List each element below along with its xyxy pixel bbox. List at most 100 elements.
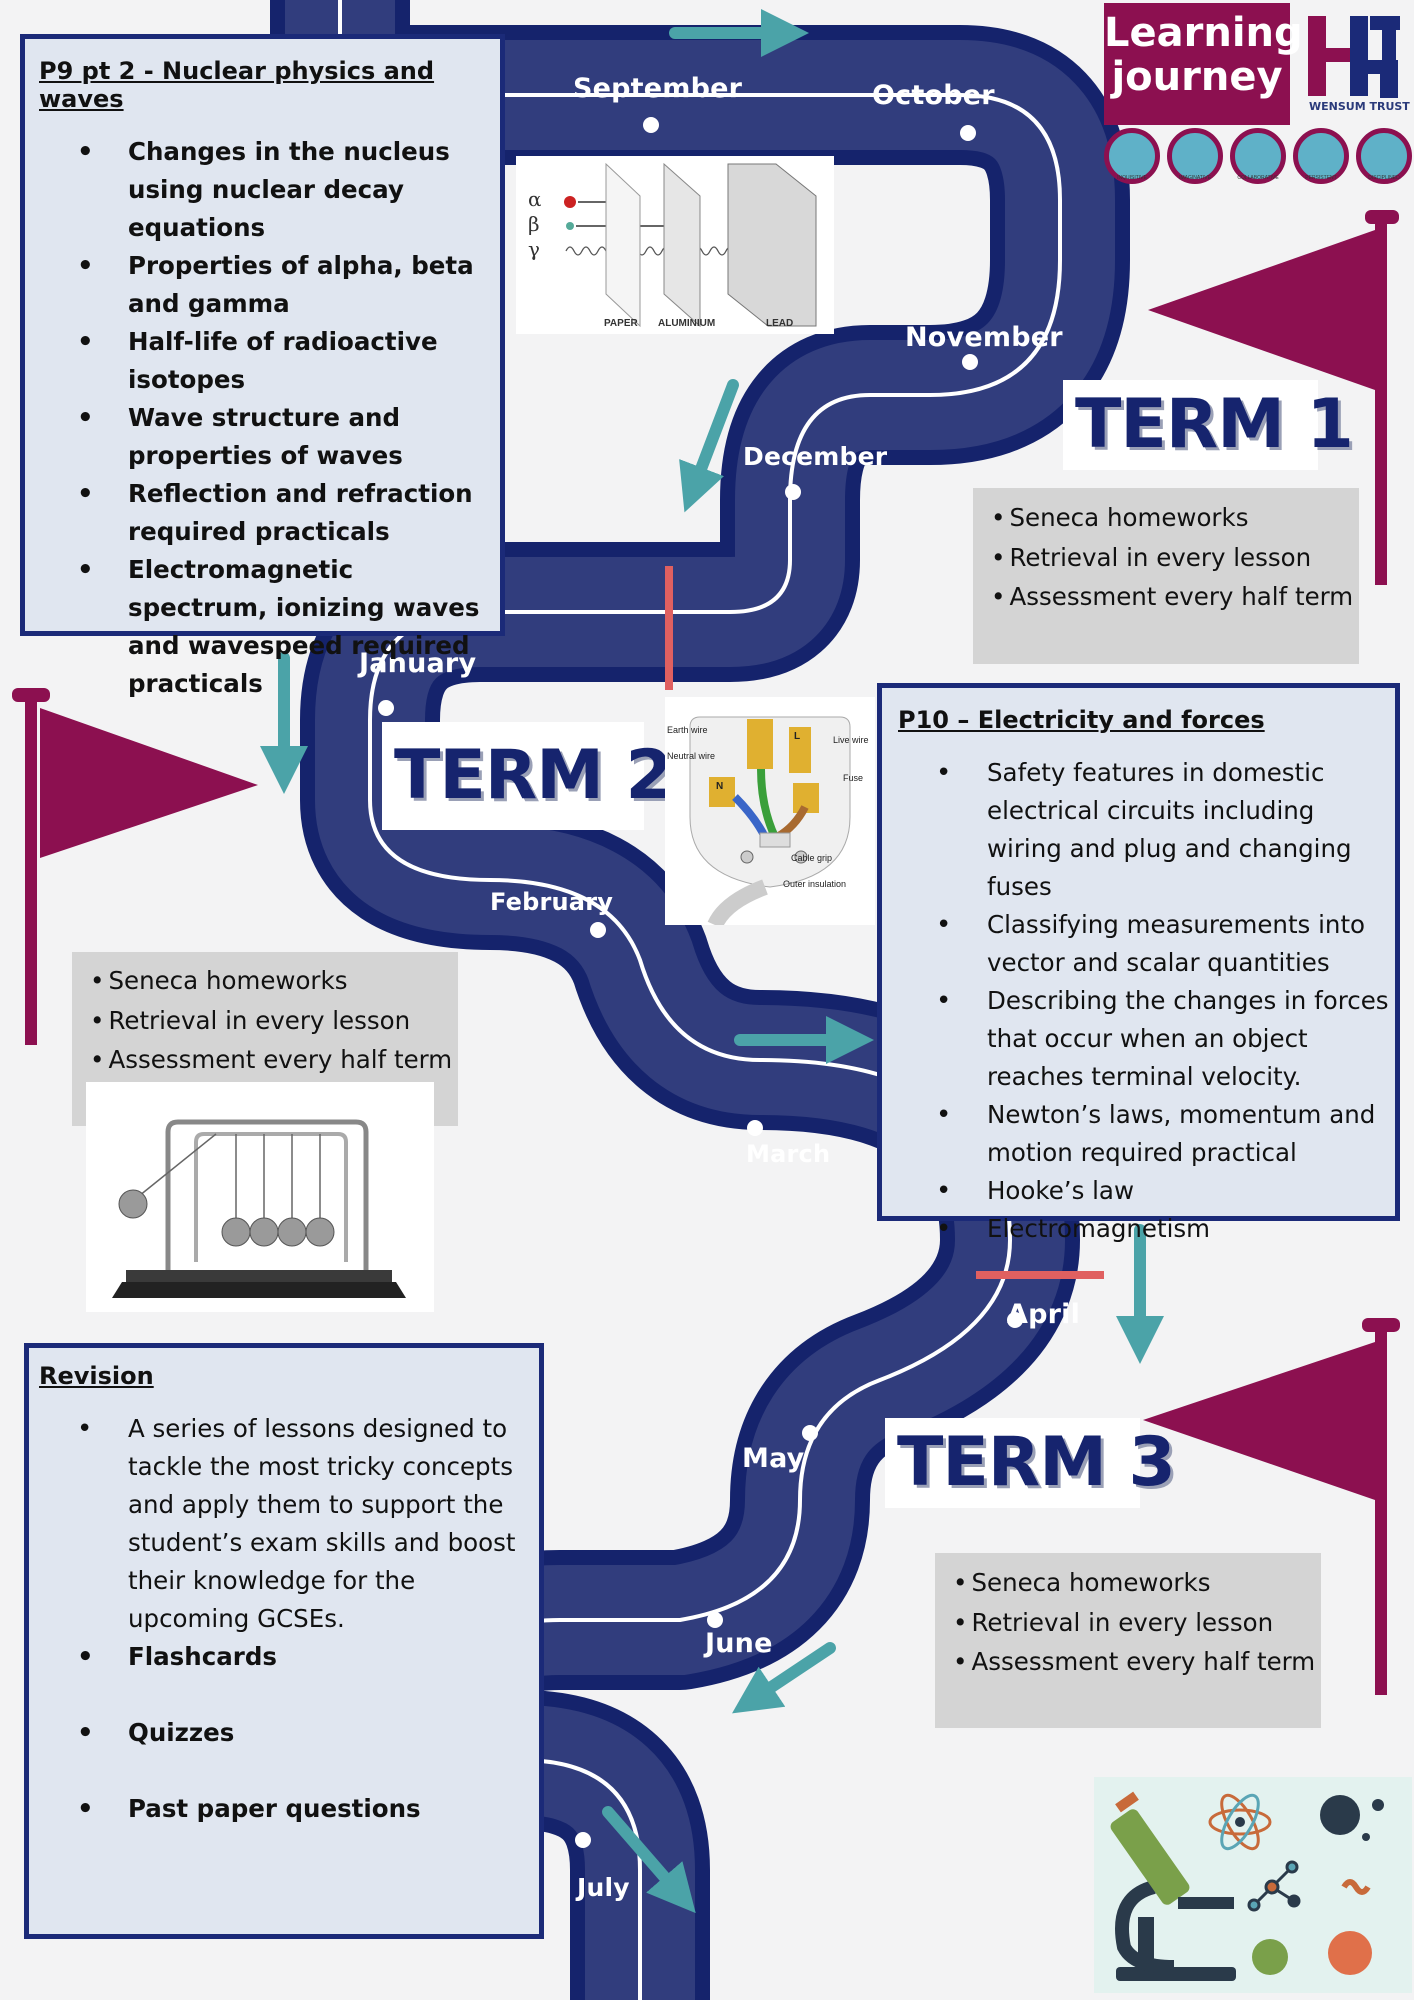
homework-item: Seneca homeworks [72, 961, 458, 1001]
flag-term1 [1148, 210, 1399, 585]
radiation-penetration-diagram: α β γ PAPER ALUMINIUM LEAD [516, 156, 834, 334]
plug-wiring-diagram: Earth wire Neutral wire Live wire Fuse C… [665, 697, 875, 929]
title-line-1: Learning [1104, 10, 1303, 56]
list-item: Electromagnetism [898, 1210, 1395, 1248]
term-2-label: TERM 2 [382, 722, 673, 830]
p9-title: P9 pt 2 - Nuclear physics and waves [39, 57, 435, 113]
neutral-terminal-label: N [716, 781, 723, 792]
list-item: Half-life of radioactive isotopes [39, 323, 500, 399]
list-item: Past paper questions [39, 1790, 539, 1828]
wensum-trust-logo [1308, 16, 1400, 98]
list-item: Electromagnetic spectrum, ionizing waves… [39, 551, 500, 703]
revision-list: A series of lessons designed to tackle t… [39, 1410, 539, 1828]
marker-february [590, 922, 606, 938]
science-icons-image [1094, 1777, 1412, 1993]
microscope-icon [1110, 1791, 1236, 1981]
marker-june [707, 1612, 723, 1628]
fuse-label: Fuse [843, 773, 863, 783]
list-item: Flashcards [39, 1638, 539, 1676]
homework-item: Seneca homeworks [973, 498, 1359, 538]
collaborative-badge-icon: COLLABORATIVE [1230, 128, 1286, 184]
marker-july [575, 1832, 591, 1848]
p9-topic-panel: P9 pt 2 - Nuclear physics and waves Chan… [20, 34, 505, 698]
month-june: June [705, 1628, 773, 1659]
marker-march [747, 1120, 763, 1136]
alpha-symbol: α [528, 187, 542, 211]
homework-item: Assessment every half term [72, 1040, 458, 1080]
list-item: Newton’s laws, momentum and motion requi… [898, 1096, 1395, 1172]
list-item: Reflection and refraction required pract… [39, 475, 500, 551]
homework-item: Assessment every half term [935, 1642, 1321, 1682]
p10-title: P10 – Electricity and forces [898, 706, 1265, 734]
month-december: December [743, 442, 888, 471]
list-item: Classifying measurements into vector and… [898, 906, 1395, 982]
radiation-diagram-art: α β γ PAPER ALUMINIUM LEAD [528, 162, 817, 329]
month-september: September [573, 73, 743, 104]
aluminium-label: ALUMINIUM [658, 318, 715, 329]
marker-september [643, 117, 659, 133]
homework-item: Retrieval in every lesson [973, 538, 1359, 578]
marker-november [962, 354, 978, 370]
plug-diagram-art: Earth wire Neutral wire Live wire Fuse C… [667, 716, 869, 929]
p10-topic-panel: P10 – Electricity and forces Safety feat… [877, 683, 1400, 1248]
live-terminal-label: L [794, 731, 800, 742]
imaginative-badge-icon: IMAGINATIVE [1167, 128, 1223, 184]
badge-label-inquisitive: INQUISITIVE [1117, 175, 1147, 181]
newtons-cradle-image [86, 1082, 434, 1312]
p10-list: Safety features in domestic electrical c… [898, 754, 1395, 1248]
trust-name: WENSUM TRUST [1309, 100, 1410, 113]
road-lane-line [338, 0, 1062, 2000]
month-february: February [490, 888, 614, 916]
p9-list: Changes in the nucleus using nuclear dec… [39, 133, 500, 703]
molecule-icon [1247, 1860, 1301, 1912]
marker-may [802, 1425, 818, 1441]
list-item: Quizzes [39, 1714, 539, 1752]
homework-item: Retrieval in every lesson [72, 1001, 458, 1041]
value-badges: INQUISITIVE IMAGINATIVE COLLABORATIVE PE… [1102, 128, 1414, 190]
arrow-down-right [602, 1806, 696, 1914]
beta-symbol: β [528, 212, 540, 236]
marker-april [1007, 1312, 1023, 1328]
month-november: November [905, 322, 1063, 353]
month-may: May [742, 1443, 805, 1474]
list-item: A series of lessons designed to tackle t… [39, 1410, 539, 1638]
term-3-homework: Seneca homeworks Retrieval in every less… [935, 1553, 1321, 1728]
month-march: March [746, 1140, 831, 1168]
list-item: Describing the changes in forces that oc… [898, 982, 1395, 1096]
month-markers [378, 117, 1023, 1848]
term-1-homework: Seneca homeworks Retrieval in every less… [973, 488, 1359, 664]
badge-label-persistent: PERSISTENT [1305, 175, 1337, 181]
homework-item: Assessment every half term [973, 577, 1359, 617]
marker-december [785, 484, 801, 500]
cell-icon [1328, 1931, 1372, 1975]
cable-grip-label: Cable grip [791, 853, 832, 863]
gamma-symbol: γ [528, 237, 540, 261]
list-item: Properties of alpha, beta and gamma [39, 247, 500, 323]
earth-wire-label: Earth wire [667, 725, 708, 735]
virus-icon [1320, 1795, 1384, 1841]
bacteria-icon [1341, 1879, 1371, 1895]
flag-term3 [1143, 1318, 1400, 1695]
persistent-badge-icon: PERSISTENT [1293, 128, 1349, 184]
germ-icon [1252, 1939, 1288, 1975]
badge-label-collaborative: COLLABORATIVE [1237, 175, 1279, 181]
badge-label-disciplined: DISCIPLINED [1368, 175, 1400, 181]
arrow-down-left-1 [679, 379, 739, 513]
marker-january [378, 700, 394, 716]
term-1-label: TERM 1 [1063, 380, 1354, 470]
learning-journey-badge: Learning journey [1104, 3, 1303, 125]
disciplined-badge-icon: DISCIPLINED [1356, 128, 1412, 184]
marker-october [960, 125, 976, 141]
list-item: Hooke’s law [898, 1172, 1395, 1210]
atom-icon [1208, 1793, 1272, 1851]
month-april: April [1007, 1299, 1081, 1330]
list-item: Wave structure and properties of waves [39, 399, 500, 475]
live-wire-label: Live wire [833, 735, 869, 745]
lead-label: LEAD [766, 318, 793, 329]
list-item: Changes in the nucleus using nuclear dec… [39, 133, 500, 247]
homework-item: Seneca homeworks [935, 1563, 1321, 1603]
list-item: Safety features in domestic electrical c… [898, 754, 1395, 906]
term-3-label: TERM 3 [885, 1418, 1176, 1508]
